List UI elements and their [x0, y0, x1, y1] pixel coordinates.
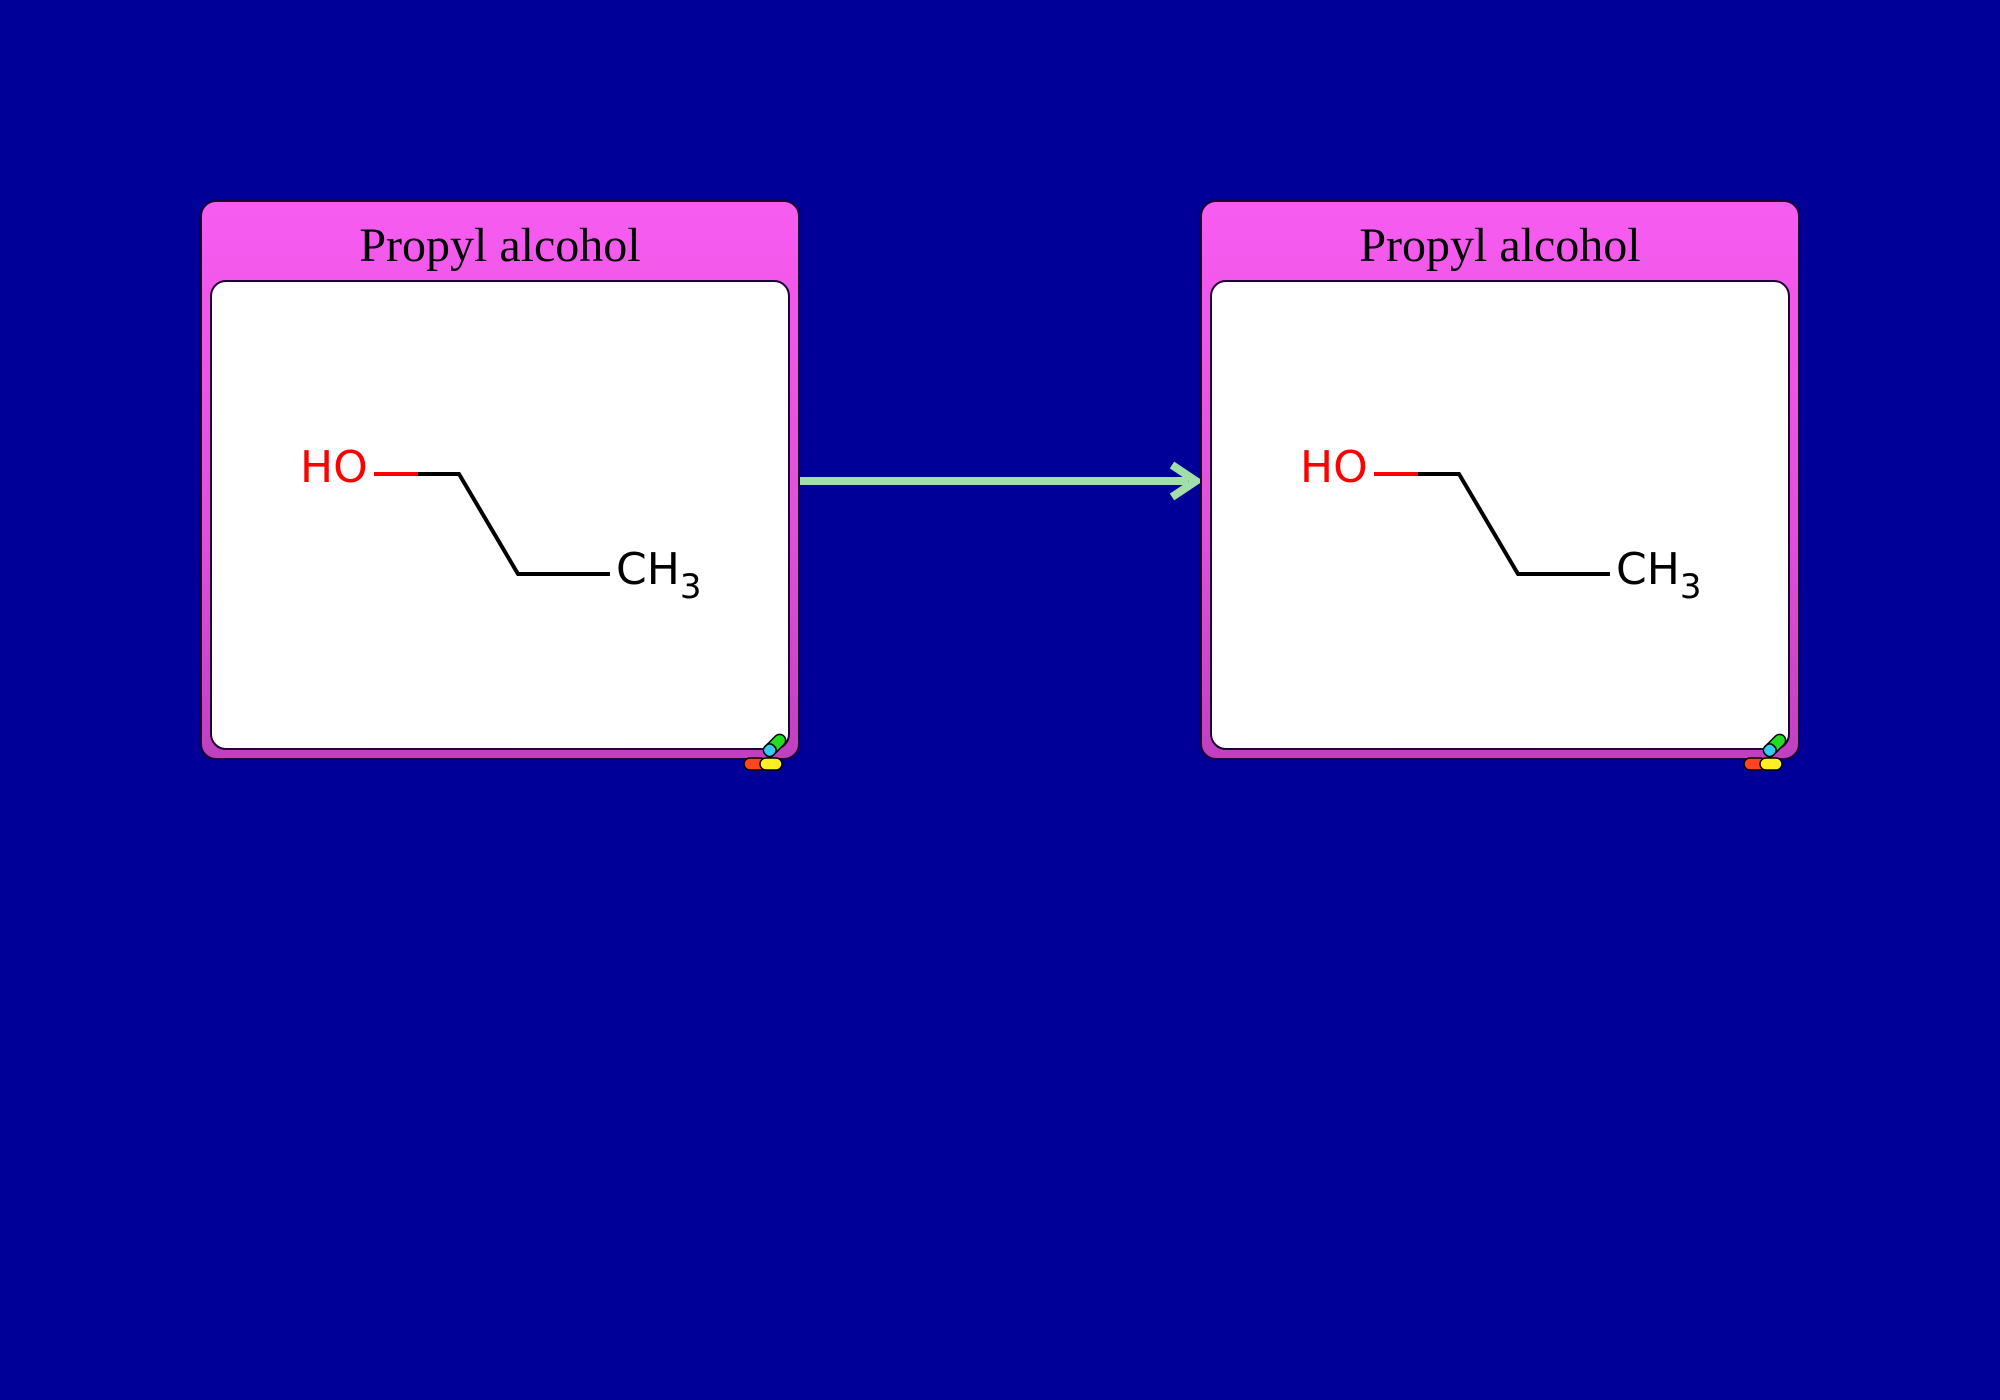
reactant-methyl-ch: CH: [616, 544, 680, 595]
product-methyl-label: CH3: [1616, 544, 1701, 607]
reactant-capsule-icon[interactable]: [742, 730, 790, 774]
reactant-bond-c1-c2: [457, 472, 520, 576]
reactant-structure: HO CH3: [300, 442, 701, 607]
product-structure-panel: HO CH3: [1210, 280, 1790, 750]
reactant-methyl-label: CH3: [616, 544, 701, 607]
reaction-arrow-head: [1169, 461, 1204, 501]
reactant-name: Propyl alcohol: [359, 219, 641, 272]
product-structure: HO CH3: [1300, 442, 1701, 607]
reactant-methyl-subscript: 3: [680, 567, 702, 607]
product-card[interactable]: Propyl alcohol HO CH3: [1200, 200, 1800, 760]
reactant-structure-panel: HO CH3: [210, 280, 790, 750]
product-bond-c1-c2: [1457, 472, 1520, 576]
reactant-hydroxyl-label: HO: [300, 442, 368, 493]
product-capsule-icon[interactable]: [1742, 730, 1790, 774]
product-hydroxyl-label: HO: [1300, 442, 1368, 493]
product-methyl-ch: CH: [1616, 544, 1680, 595]
product-methyl-subscript: 3: [1680, 567, 1702, 607]
product-name: Propyl alcohol: [1359, 219, 1641, 272]
reaction-arrow: [800, 461, 1204, 501]
reactant-card[interactable]: Propyl alcohol HO CH3: [200, 200, 800, 760]
